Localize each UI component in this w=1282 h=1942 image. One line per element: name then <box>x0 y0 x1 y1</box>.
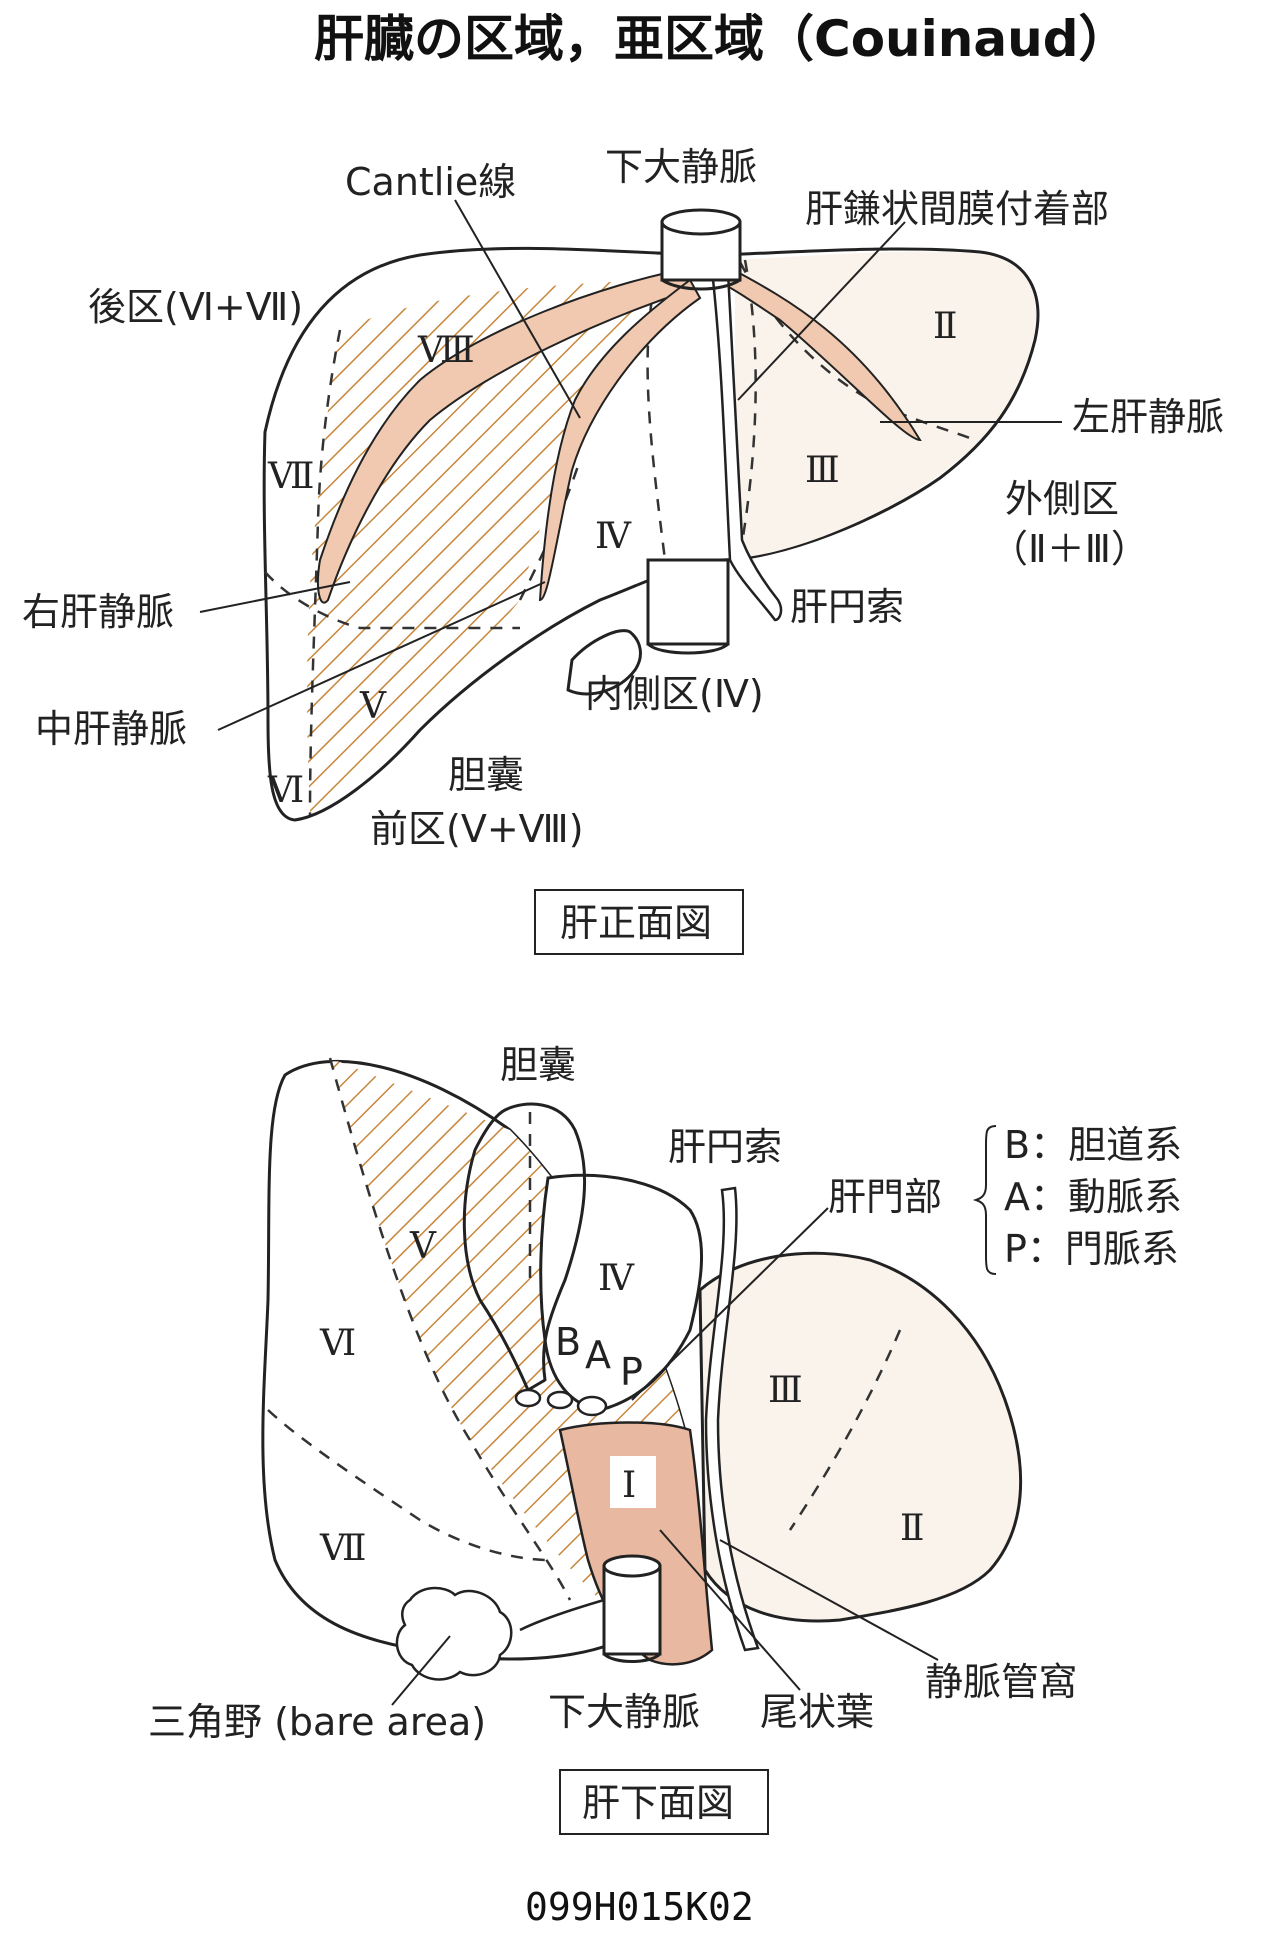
segment-1-bottom: Ⅰ <box>622 1465 636 1506</box>
front-caption: 肝正面図 <box>560 901 712 945</box>
left-lateral-lobe-bottom <box>698 1251 1023 1623</box>
label-ivc-front: 下大静脈 <box>605 145 757 189</box>
liver-outline-front <box>262 246 1040 822</box>
label-bare-area: 三角野 (bare area) <box>148 1700 486 1744</box>
hilum-letter-b: B <box>555 1320 581 1364</box>
segment-1-box <box>610 1456 656 1508</box>
legend-item-a: A：動脈系 <box>1004 1175 1182 1219</box>
segment-6-bottom: Ⅵ <box>319 1323 356 1364</box>
segment-7-front: Ⅶ <box>267 456 314 497</box>
s5-s6-boundary-bottom <box>328 1057 572 1601</box>
segment-8-front: Ⅷ <box>417 330 475 371</box>
segment-6-front: Ⅵ <box>267 770 304 811</box>
legend-brace <box>972 1125 997 1275</box>
leader-right-hv <box>199 581 351 613</box>
segment-2-bottom: Ⅱ <box>900 1508 924 1549</box>
label-lateral-section: 外側区 <box>1005 477 1119 521</box>
falciform-ligament <box>710 268 783 622</box>
label-posterior-section: 後区(Ⅵ+Ⅶ) <box>88 285 303 329</box>
label-cantlie-line: Cantlie線 <box>345 160 516 204</box>
front-caption-box <box>534 889 744 955</box>
label-falciform-attachment: 肝鎌状間膜付着部 <box>805 187 1109 231</box>
label-middle-hepatic-vein: 中肝静脈 <box>35 707 187 751</box>
leader-cantlie <box>454 199 581 419</box>
label-ivc-bottom: 下大静脈 <box>548 1690 700 1734</box>
label-hilum: 肝門部 <box>828 1175 942 1219</box>
segment-4-front: Ⅳ <box>595 516 632 557</box>
round-ligament-bottom <box>704 1186 760 1652</box>
segment-5-bottom: Ⅴ <box>409 1226 437 1267</box>
bottom-caption: 肝下面図 <box>582 1781 734 1825</box>
label-venous-fossa: 静脈管窩 <box>925 1660 1077 1704</box>
segment-4-bottom-label: Ⅳ <box>598 1258 635 1299</box>
segment-5-front: Ⅴ <box>359 686 387 727</box>
leader-falciform <box>737 221 906 401</box>
hilum-letter-a: A <box>585 1333 611 1377</box>
segment-3-bottom: Ⅲ <box>768 1370 803 1411</box>
label-lateral-section-sub: （Ⅱ＋Ⅲ） <box>990 527 1149 571</box>
posterior-boundary <box>308 329 342 816</box>
label-gallbladder-bottom: 胆囊 <box>500 1043 576 1087</box>
figure-title: 肝臓の区域，亜区域（Couinaud） <box>314 10 1129 68</box>
segment-7-bottom: Ⅶ <box>319 1528 366 1569</box>
inferior-vena-cava-front <box>660 208 742 291</box>
s6-s7-boundary-bottom <box>267 1409 549 1562</box>
left-hepatic-vein <box>723 266 922 442</box>
segment-3-front: Ⅲ <box>805 450 840 491</box>
label-round-ligament-front: 肝円索 <box>790 585 904 629</box>
bare-area <box>395 1586 513 1681</box>
s2-s3-boundary-bottom <box>788 1329 902 1531</box>
hilum-vessels <box>514 1388 608 1417</box>
label-left-hepatic-vein: 左肝静脈 <box>1072 395 1224 439</box>
legend-item-b: B：胆道系 <box>1004 1123 1182 1167</box>
label-round-ligament-bottom: 肝円索 <box>668 1125 782 1169</box>
leader-venous-fossa <box>719 1539 939 1661</box>
hilum-letter-p: P <box>620 1350 643 1394</box>
figure-code: 099H015K02 <box>525 1885 754 1929</box>
ivc-lower-front <box>646 558 730 655</box>
gallbladder-bottom <box>462 1102 587 1392</box>
label-gallbladder-front: 胆囊 <box>448 753 524 797</box>
bottom-caption-box <box>559 1769 769 1835</box>
label-anterior-section: 前区(Ⅴ+Ⅷ) <box>370 807 584 851</box>
caudate-lobe <box>558 1421 714 1666</box>
label-caudate-lobe: 尾状葉 <box>760 1690 874 1734</box>
middle-hepatic-vein <box>538 278 702 602</box>
label-right-hepatic-vein: 右肝静脈 <box>22 590 174 634</box>
leader-middle-hv <box>217 581 546 731</box>
leader-caudate <box>659 1529 801 1691</box>
bottom-view: Ⅴ Ⅳ Ⅵ Ⅲ Ⅰ Ⅱ Ⅶ B A P 胆囊 肝円索 肝門部 B：胆道系 A：動… <box>148 1043 1182 1835</box>
gallbladder-front <box>566 629 642 696</box>
leader-bare-area <box>391 1635 451 1706</box>
right-hepatic-vein <box>317 266 691 604</box>
front-view: Ⅷ Ⅱ Ⅲ Ⅶ Ⅳ Ⅴ Ⅵ Cantlie線 下大静脈 肝鎌状間膜付着部 後区(… <box>22 145 1224 955</box>
label-medial-section: 内側区(Ⅳ) <box>585 672 764 716</box>
inferior-vena-cava-bottom <box>519 1554 662 1663</box>
segment-2-front: Ⅱ <box>933 306 957 347</box>
legend-item-p: P：門脈系 <box>1004 1227 1179 1271</box>
leader-hilum <box>631 1207 829 1401</box>
